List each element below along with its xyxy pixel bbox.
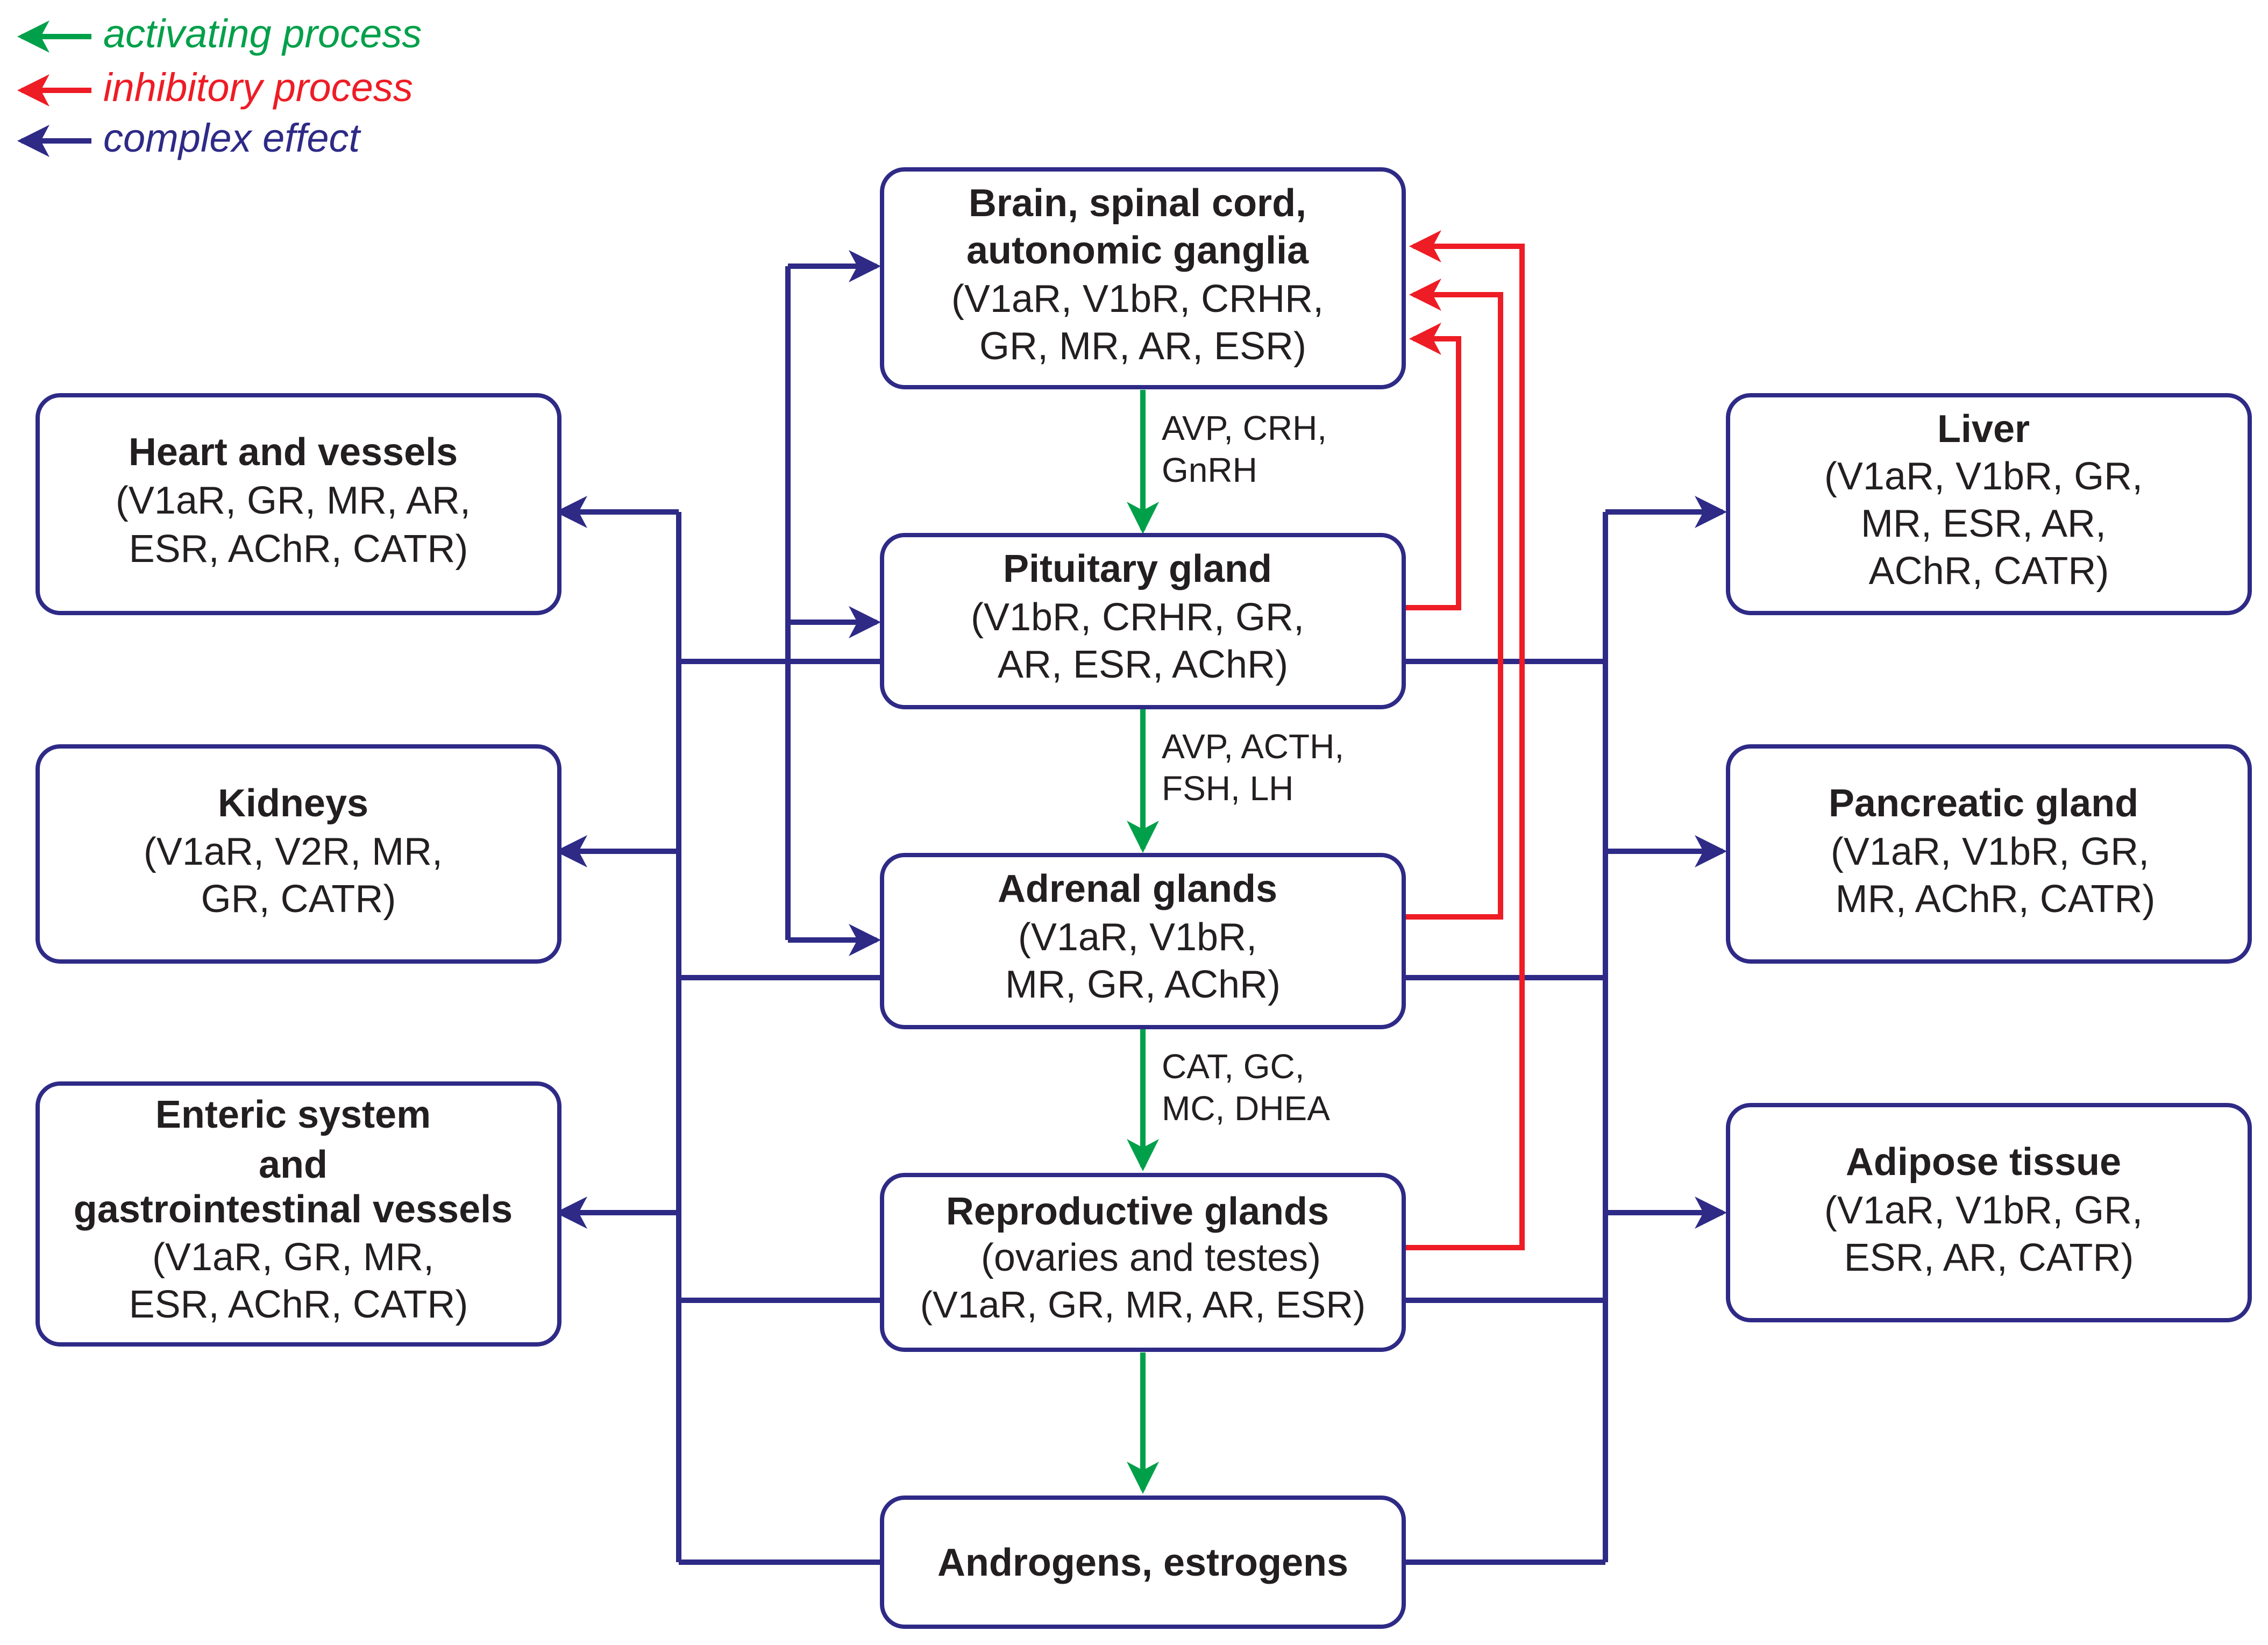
svg-text:Pituitary gland (V1bR, C: Pituitary gland (V1bR, CRHR, GR, AR, ESR… [971,547,1315,686]
node-liver-receptors-line1: (V1aR, V1bR, GR, [1824,455,2143,498]
node-androgens: Androgens, estrogens [880,1496,1406,1629]
node-enteric-receptors-line1: (V1aR, GR, MR, [152,1236,434,1279]
node-adrenal-title: Adrenal glands [998,867,1277,910]
svg-text:Adipose tissue (V1aR, V1: Adipose tissue (V1aR, V1bR, GR, ESR, AR,… [1824,1141,2153,1279]
svg-text:Liver (V1aR, V1bR, GR,: Liver (V1aR, V1bR, GR, MR, ESR, AR, AChR… [1824,408,2153,593]
node-pancreas-receptors-line2: MR, AChR, CATR) [1836,878,2156,921]
svg-text:Androgens, estrogens: Androgens, estrogens [937,1541,1348,1584]
complex-effect-connectors [554,250,1727,1565]
node-adrenal-receptors-line1: (V1aR, V1bR, [1018,916,1257,959]
node-brain-receptors-line1: (V1aR, V1bR, CRHR, [951,277,1324,321]
node-pancreas-receptors-line1: (V1aR, V1bR, GR, [1831,830,2149,873]
node-reproductive-receptors: (V1aR, GR, MR, AR, ESR) [920,1284,1366,1326]
node-kidneys-title: Kidneys [218,782,368,825]
node-enteric-receptors-line2: ESR, AChR, CATR) [129,1283,468,1326]
node-enteric: Enteric system and gastrointestinal vess… [35,1081,561,1347]
node-heart-title: Heart and vessels [129,431,458,474]
node-pancreas-title: Pancreatic gland [1829,782,2138,825]
node-heart-receptors-line1: (V1aR, GR, MR, AR, [116,479,471,522]
node-kidneys-receptors-line1: (V1aR, V2R, MR, [144,830,443,873]
node-brain-receptors-line2: GR, MR, AR, ESR) [979,325,1306,368]
node-adipose-title: Adipose tissue [1846,1141,2121,1184]
node-pituitary: Pituitary gland (V1bR, CRHR, GR, AR, ESR… [880,533,1406,709]
node-pituitary-receptors-line1: (V1bR, CRHR, GR, [971,596,1304,639]
inhibitory-feedback-connectors [1404,230,1525,1250]
node-adrenal-receptors-line2: MR, GR, AChR) [1005,963,1281,1006]
node-heart-receptors-line2: ESR, AChR, CATR) [129,528,468,571]
edge-label-pituitary-adrenal-line1: AVP, ACTH, [1162,727,1344,766]
svg-text:Kidneys (V1aR, V2R, MR,: Kidneys (V1aR, V2R, MR, GR, CATR) [144,782,453,921]
svg-text:Reproductive glands (ova: Reproductive glands (ovaries and testes)… [920,1190,1366,1326]
node-brain: Brain, spinal cord, autonomic ganglia (V… [880,167,1406,389]
node-androgens-title: Androgens, estrogens [937,1541,1348,1584]
node-liver-title: Liver [1937,408,2030,451]
node-enteric-title-line2: and [259,1143,328,1186]
node-brain-title-line1: Brain, spinal cord, [969,182,1306,225]
legend: activating process inhibitory process co… [17,11,422,160]
node-adipose: Adipose tissue (V1aR, V1bR, GR, ESR, AR,… [1726,1103,2252,1322]
edge-label-brain-pituitary-line2: GnRH [1162,451,1257,489]
svg-text:Adrenal glands (V1aR, V1: Adrenal glands (V1aR, V1bR, MR, GR, AChR… [998,867,1288,1006]
node-adrenal: Adrenal glands (V1aR, V1bR, MR, GR, AChR… [880,853,1406,1029]
legend-complex-label: complex effect [103,116,362,160]
node-liver: Liver (V1aR, V1bR, GR, MR, ESR, AR, AChR… [1726,393,2252,615]
node-pituitary-title: Pituitary gland [1003,547,1272,590]
node-brain-title-line2: autonomic ganglia [966,229,1309,272]
node-kidneys-receptors-line2: GR, CATR) [201,878,396,921]
node-adipose-receptors-line1: (V1aR, V1bR, GR, [1824,1189,2143,1232]
node-reproductive: Reproductive glands (ovaries and testes)… [880,1173,1406,1352]
legend-activating-label: activating process [103,11,422,56]
node-pituitary-receptors-line2: AR, ESR, AChR) [998,643,1288,686]
node-heart: Heart and vessels (V1aR, GR, MR, AR, ESR… [35,393,561,615]
edge-label-adrenal-reproductive-line1: CAT, GC, [1162,1047,1305,1086]
node-kidneys: Kidneys (V1aR, V2R, MR, GR, CATR) [35,744,561,964]
svg-text:Enteric system and: Enteric system and gastrointestinal vess… [74,1093,523,1326]
edge-labels: AVP, CRH, GnRH AVP, ACTH, FSH, LH CAT, G… [1162,409,1344,1128]
svg-text:Pancreatic gland (V1aR,: Pancreatic gland (V1aR, V1bR, GR, MR, AC… [1829,782,2160,921]
edge-label-brain-pituitary-line1: AVP, CRH, [1162,409,1327,447]
node-pancreas: Pancreatic gland (V1aR, V1bR, GR, MR, AC… [1726,744,2252,964]
svg-text:Heart and vessels (V1aR,: Heart and vessels (V1aR, GR, MR, AR, ESR… [116,431,481,571]
node-reproductive-title: Reproductive glands [946,1190,1329,1233]
node-enteric-title-line1: Enteric system [155,1093,431,1136]
legend-inhibitory-label: inhibitory process [103,65,413,110]
edge-label-pituitary-adrenal-line2: FSH, LH [1162,769,1293,808]
node-enteric-title-line3: gastrointestinal vessels [74,1188,513,1231]
edge-label-adrenal-reproductive-line2: MC, DHEA [1162,1089,1330,1128]
node-liver-receptors-line3: AChR, CATR) [1869,550,2109,593]
svg-text:Brain, spinal cord, auto: Brain, spinal cord, autonomic ganglia (V… [951,182,1334,368]
node-liver-receptors-line2: MR, ESR, AR, [1861,502,2106,545]
node-reproductive-subtitle: (ovaries and testes) [981,1236,1321,1279]
node-adipose-receptors-line2: ESR, AR, CATR) [1844,1236,2134,1279]
